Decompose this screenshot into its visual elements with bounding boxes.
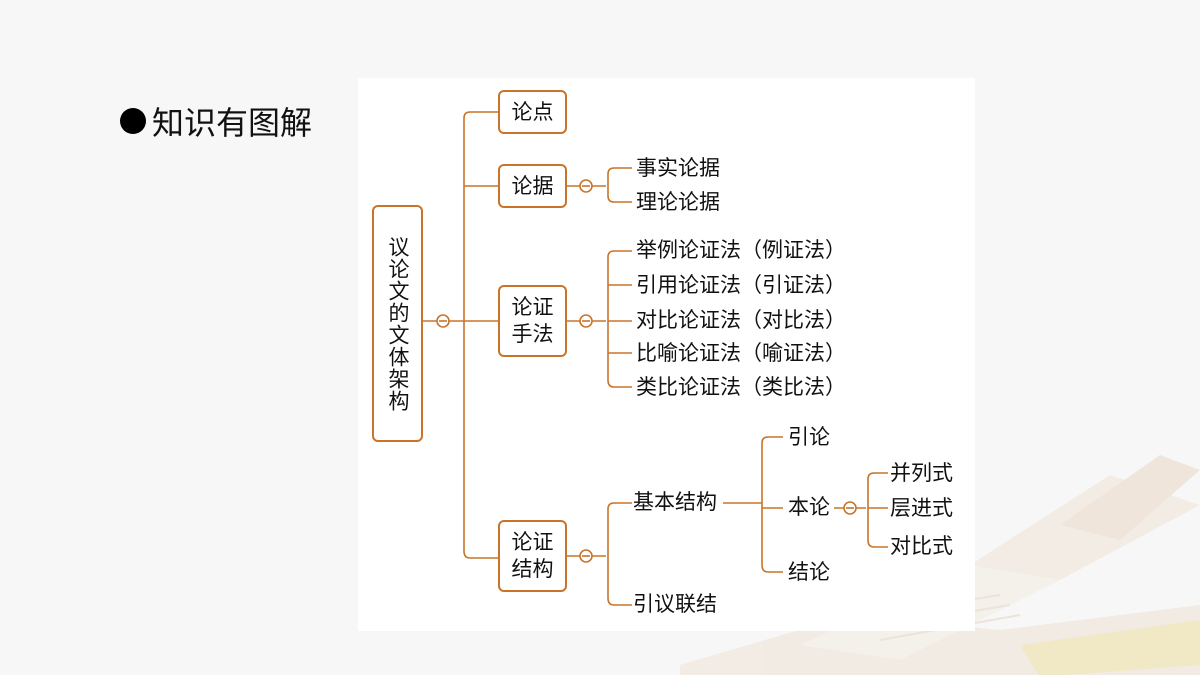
evidence-item-theory: 理论论据 bbox=[636, 190, 720, 214]
bullet-icon bbox=[120, 108, 146, 134]
body-form-item: 对比式 bbox=[890, 534, 953, 558]
body-form-item: 并列式 bbox=[890, 461, 953, 485]
node-methods: 论证 手法 bbox=[498, 285, 567, 357]
node-points: 论点 bbox=[498, 90, 567, 134]
evidence-item-facts: 事实论据 bbox=[636, 156, 720, 180]
link-label: 引议联结 bbox=[633, 592, 717, 616]
method-item: 引用论证法（引证法） bbox=[636, 273, 846, 297]
section-heading: 知识有图解 bbox=[120, 98, 312, 144]
part-conclusion: 结论 bbox=[788, 560, 830, 584]
part-introduction: 引论 bbox=[788, 425, 830, 449]
mind-map-panel: 议论文的文体架构 论点 论据 事实论据 理论论据 论证 手法 举例论证法（例证法… bbox=[358, 78, 975, 631]
node-evidence: 论据 bbox=[498, 164, 567, 208]
node-structure: 论证 结构 bbox=[498, 520, 567, 592]
heading-text: 知识有图解 bbox=[152, 104, 313, 142]
basic-structure-label: 基本结构 bbox=[633, 490, 717, 514]
connector-lines bbox=[423, 111, 888, 606]
part-body: 本论 bbox=[788, 495, 830, 519]
method-item: 举例论证法（例证法） bbox=[636, 238, 846, 262]
method-item: 类比论证法（类比法） bbox=[636, 375, 846, 399]
method-item: 对比论证法（对比法） bbox=[636, 308, 846, 332]
root-node: 议论文的文体架构 bbox=[372, 205, 423, 442]
body-form-item: 层进式 bbox=[890, 496, 953, 520]
method-item: 比喻论证法（喻证法） bbox=[636, 341, 846, 365]
